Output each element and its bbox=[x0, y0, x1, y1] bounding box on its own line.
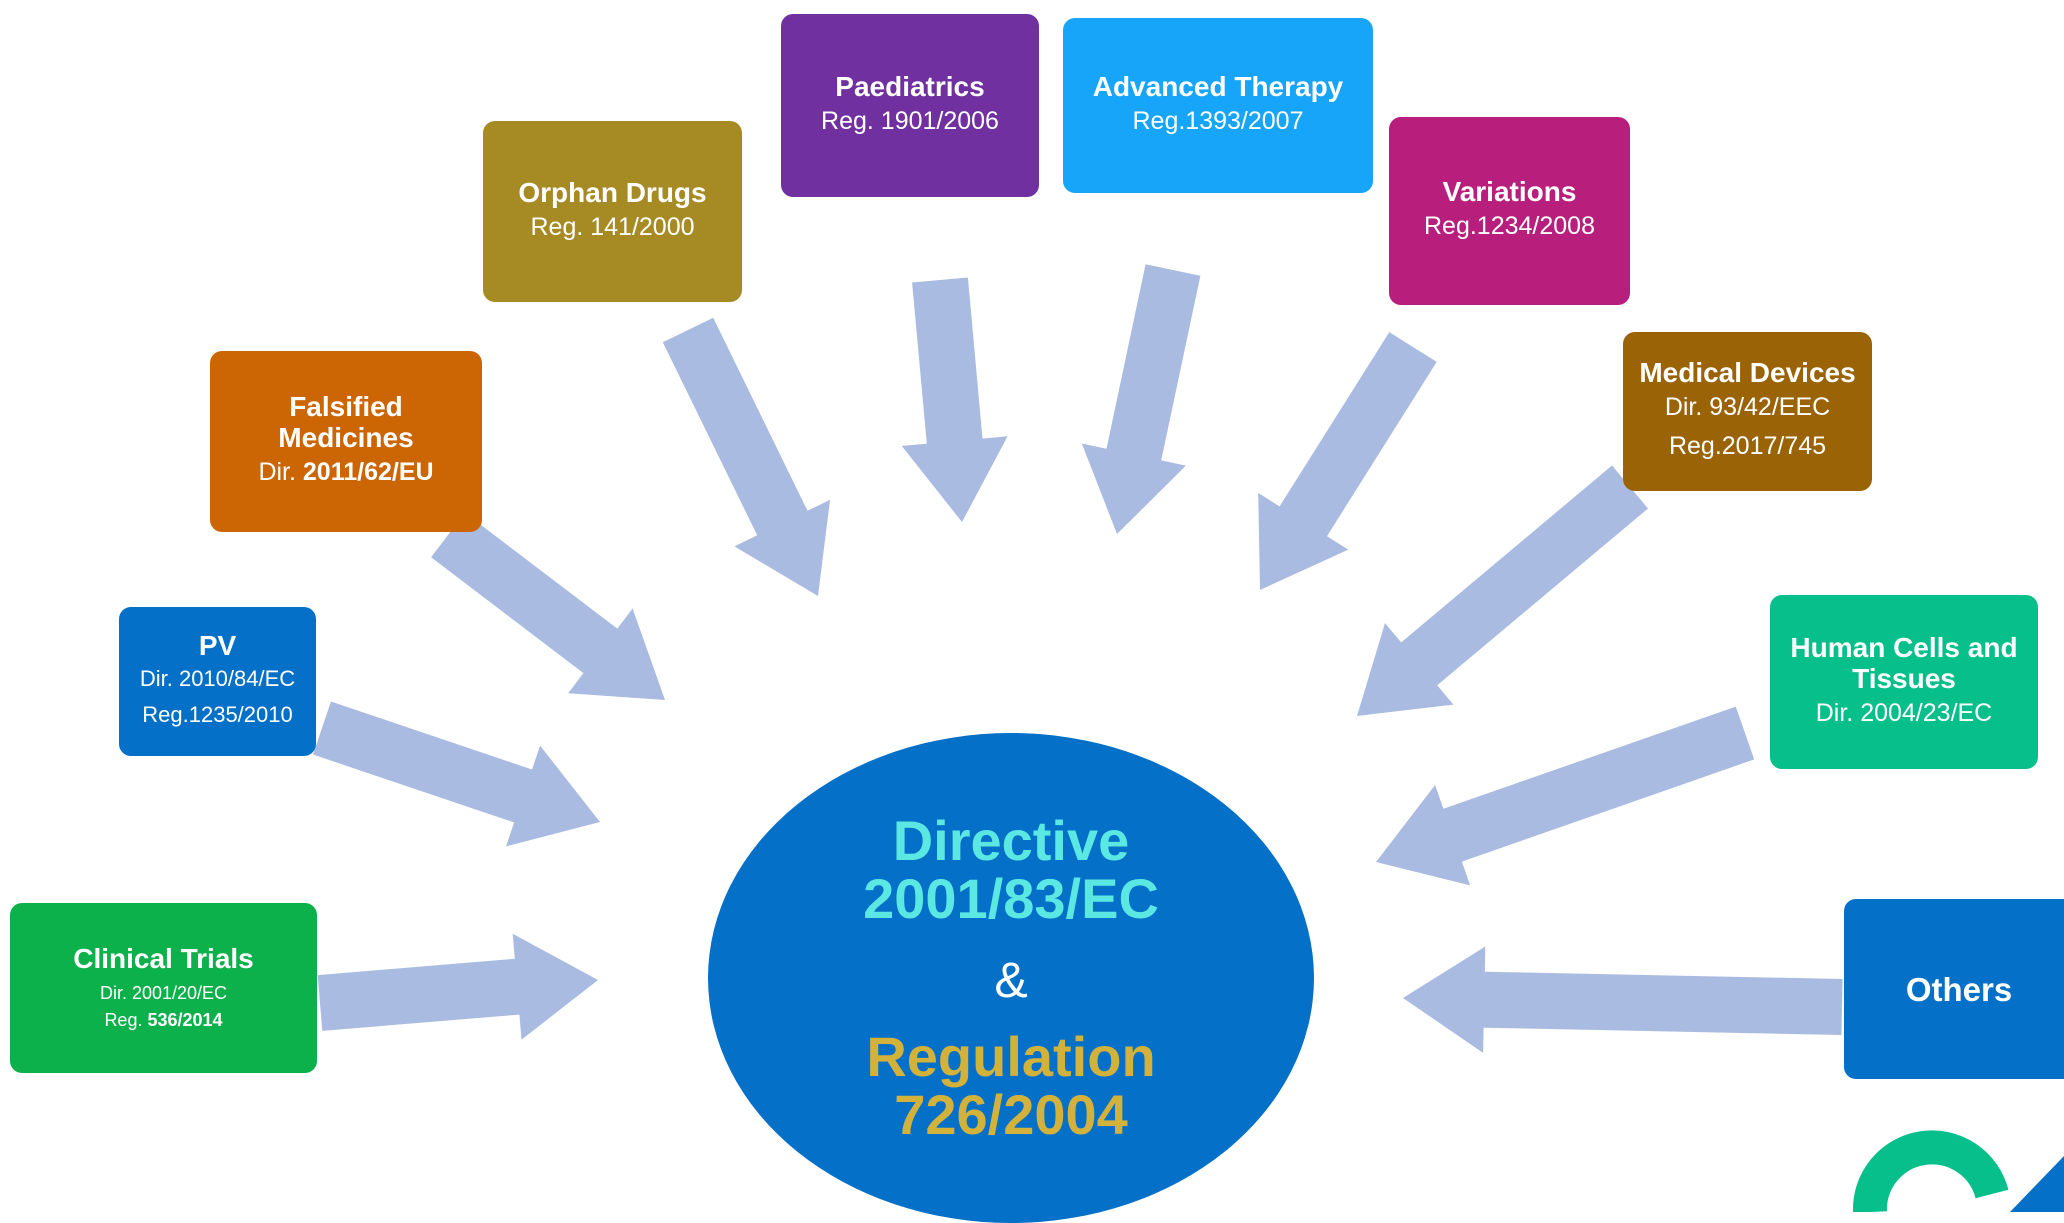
others-box: Others bbox=[1844, 899, 2064, 1079]
variations-box: Variations Reg.1234/2008 bbox=[1389, 117, 1630, 305]
human-cells-title-line2: Tissues bbox=[1852, 662, 1956, 694]
clinical-trials-arrow bbox=[317, 933, 598, 1040]
orphan-drugs-title: Orphan Drugs bbox=[518, 176, 707, 208]
medical-devices-title: Medical Devices bbox=[1639, 357, 1856, 388]
regulation-line2: 726/2004 bbox=[894, 1083, 1128, 1146]
directive-line2: 2001/83/EC bbox=[863, 867, 1159, 930]
advanced-therapy-regulation: Reg.1393/2007 bbox=[1132, 106, 1304, 135]
medical-devices-regulation: Reg.2017/745 bbox=[1668, 432, 1827, 460]
falsified-medicines-arrow bbox=[431, 512, 665, 700]
regulation-line1: Regulation bbox=[866, 1025, 1156, 1088]
human-cells-tissues-arrow bbox=[1376, 706, 1755, 886]
paediatrics-arrow bbox=[901, 277, 1008, 522]
orphan-drugs-arrow bbox=[662, 317, 831, 596]
pv-box: PV Dir. 2010/84/EC Reg.1235/2010 bbox=[119, 607, 316, 756]
core-legislation-ellipse: Directive 2001/83/EC & Regulation 726/20… bbox=[708, 733, 1314, 1223]
others-arrow bbox=[1403, 946, 1843, 1053]
variations-regulation: Reg.1234/2008 bbox=[1424, 212, 1595, 240]
advanced-therapy-title: Advanced Therapy bbox=[1092, 70, 1344, 102]
falsified-directive: Dir. 2011/62/EU bbox=[258, 458, 434, 486]
clinical-trials-title: Clinical Trials bbox=[73, 942, 254, 974]
paediatrics-title: Paediatrics bbox=[835, 70, 985, 102]
medical-devices-box: Medical Devices Dir. 93/42/EEC Reg.2017/… bbox=[1623, 332, 1872, 491]
clinical-trials-box: Clinical Trials Dir. 2001/20/EC Reg. 536… bbox=[10, 903, 317, 1073]
variations-arrow bbox=[1258, 332, 1437, 590]
falsified-title-line1: Falsified bbox=[289, 391, 403, 422]
falsified-medicines-box: Falsified Medicines Dir. 2011/62/EU bbox=[210, 351, 482, 532]
human-cells-directive: Dir. 2004/23/EC bbox=[1815, 698, 1993, 727]
medical-devices-directive: Dir. 93/42/EEC bbox=[1664, 393, 1831, 421]
directive-line1: Directive bbox=[892, 809, 1130, 872]
pv-title: PV bbox=[198, 630, 237, 661]
paediatrics-box: Paediatrics Reg. 1901/2006 bbox=[781, 14, 1039, 197]
medical-devices-arrow bbox=[1357, 465, 1648, 716]
human-cells-title-line1: Human Cells and bbox=[1790, 631, 2018, 663]
orphan-drugs-regulation: Reg. 141/2000 bbox=[530, 212, 695, 241]
pv-regulation: Reg.1235/2010 bbox=[142, 702, 293, 727]
e-logo-icon bbox=[1852, 1130, 2064, 1212]
advanced-therapy-arrow bbox=[1081, 264, 1201, 534]
paediatrics-regulation: Reg. 1901/2006 bbox=[821, 106, 999, 135]
falsified-title-line2: Medicines bbox=[278, 422, 414, 453]
variations-title: Variations bbox=[1442, 176, 1577, 207]
pv-arrow bbox=[313, 701, 600, 847]
clinical-trials-directive: Dir. 2001/20/EC bbox=[99, 982, 228, 1003]
others-title: Others bbox=[1905, 970, 2013, 1008]
pv-directive: Dir. 2010/84/EC bbox=[139, 666, 296, 691]
clinical-trials-regulation: Reg. 536/2014 bbox=[104, 1009, 223, 1030]
orphan-drugs-box: Orphan Drugs Reg. 141/2000 bbox=[483, 121, 742, 302]
human-cells-tissues-box: Human Cells and Tissues Dir. 2004/23/EC bbox=[1770, 595, 2038, 769]
ampersand: & bbox=[994, 952, 1028, 1008]
advanced-therapy-box: Advanced Therapy Reg.1393/2007 bbox=[1063, 18, 1373, 193]
